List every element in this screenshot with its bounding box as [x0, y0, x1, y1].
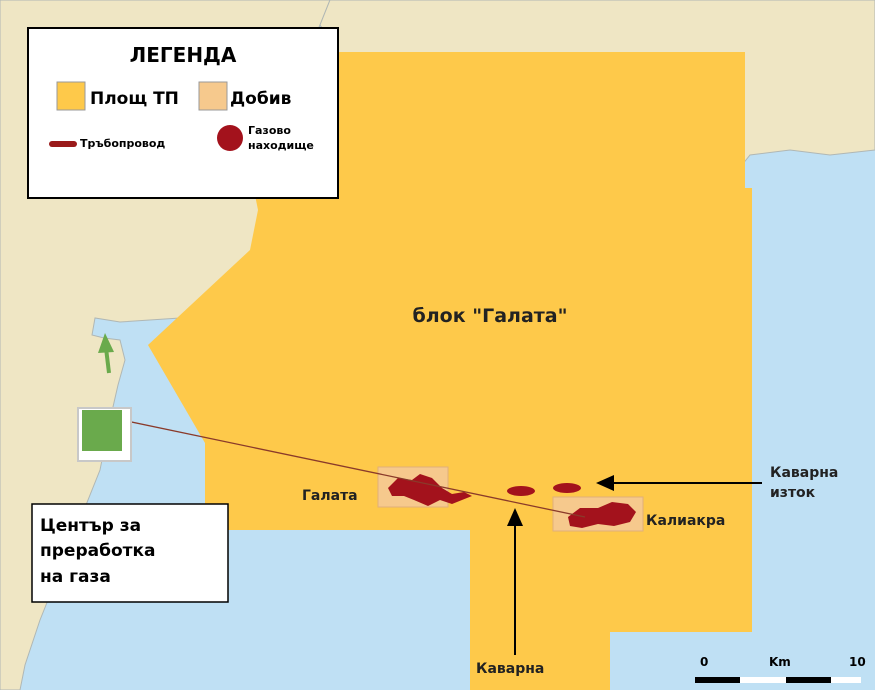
scale-label-unit: Km — [769, 655, 791, 669]
arrow-kavarna-east-head — [596, 475, 614, 491]
legend-title: ЛЕГЕНДА — [130, 43, 237, 67]
legend-gas-field-line2: находище — [248, 139, 314, 152]
legend-pipeline-symbol — [49, 141, 77, 147]
field-label-galata: Галата — [302, 488, 358, 504]
field-label-kavarna-east-line1: Каварна — [770, 465, 838, 481]
gas-field-kavarna — [507, 486, 535, 496]
legend-gas-field-symbol — [217, 125, 243, 151]
legend: ЛЕГЕНДА Площ ТП Добив Тръбопровод Газово… — [27, 27, 339, 199]
legend-gas-field-line1: Газово — [248, 124, 291, 137]
scale-bar-segment-3 — [786, 677, 831, 683]
field-label-kavarna-east-line2: изток — [770, 485, 816, 501]
gas-field-kaliakra — [568, 502, 636, 528]
arrow-kavarna-head — [507, 508, 523, 526]
processing-center-line1: Център за — [40, 516, 141, 536]
processing-center-line2: преработка — [40, 541, 156, 561]
block-label: блок "Галата" — [412, 305, 567, 327]
processing-center-box — [31, 503, 229, 603]
field-label-kavarna: Каварна — [476, 661, 544, 677]
legend-area-label: Площ ТП — [90, 89, 179, 109]
legend-swatch-area — [56, 81, 86, 111]
legend-box — [27, 27, 339, 199]
legend-pipeline-label: Тръбопровод — [80, 137, 165, 150]
processing-center-line3: на газа — [40, 567, 111, 587]
scale-label-start: 0 — [700, 655, 708, 669]
pipeline-line — [121, 419, 586, 518]
gas-field-kavarna-east — [553, 483, 581, 493]
legend-swatch-production — [198, 81, 228, 111]
scale-label-end: 10 — [849, 655, 866, 669]
scale-bar-background — [695, 677, 861, 683]
field-label-kaliakra: Калиакра — [646, 513, 725, 529]
scale-bar: 0 Km 10 — [695, 655, 866, 683]
processing-center-icon — [82, 410, 122, 451]
arrow-green-head — [98, 333, 114, 353]
gas-field-galata — [388, 474, 472, 506]
scale-bar-segment-1 — [695, 677, 740, 683]
legend-production-label: Добив — [230, 89, 292, 109]
